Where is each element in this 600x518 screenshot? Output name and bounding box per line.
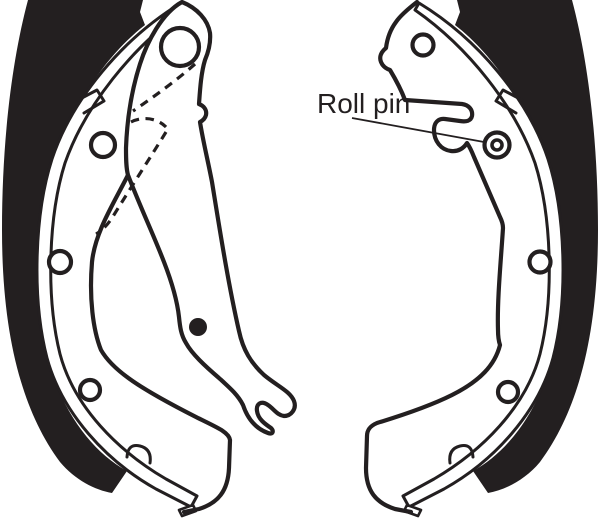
roll-pin-outer-ring	[482, 130, 512, 160]
left-shoe-rim	[35, 1, 199, 509]
left-web-hole-lower	[77, 377, 103, 403]
right-web-hole-lower	[495, 379, 521, 405]
left-shoe-web-edge	[88, 172, 233, 515]
hidden-edge-dash-lower	[95, 131, 168, 236]
right-shoe-rim	[401, 1, 565, 509]
left-web-hole-upper	[88, 130, 118, 160]
roll-pin-annotation: Roll pin	[317, 88, 485, 143]
right-brake-shoe	[363, 0, 598, 518]
parking-brake-lever	[123, 0, 297, 436]
hidden-edge-dash-middle	[130, 116, 168, 129]
roll-pin-label: Roll pin	[317, 88, 410, 119]
left-web-hole-middle	[46, 248, 74, 276]
roll-pin-inner-ring	[490, 138, 504, 152]
left-rim-holddown-bump	[125, 444, 152, 465]
right-shoe-web	[366, 2, 543, 512]
hidden-edge-dash-upper	[132, 62, 197, 113]
left-shoe-lining	[2, 0, 145, 493]
left-brake-shoe	[2, 0, 297, 518]
leader-line	[351, 117, 485, 143]
right-web-hole-top	[410, 32, 436, 58]
right-shoe-web-edge	[363, 0, 506, 515]
right-web-hole-middle	[527, 249, 553, 275]
roll-pin	[482, 130, 512, 160]
right-rim-anchor-tab	[494, 88, 524, 115]
lever-pivot-dot	[189, 318, 207, 336]
left-rim-anchor-tab	[76, 88, 106, 115]
right-rim-holddown-bump	[448, 444, 475, 465]
lever-cable-hole	[158, 25, 202, 69]
right-shoe-lining	[455, 0, 598, 493]
